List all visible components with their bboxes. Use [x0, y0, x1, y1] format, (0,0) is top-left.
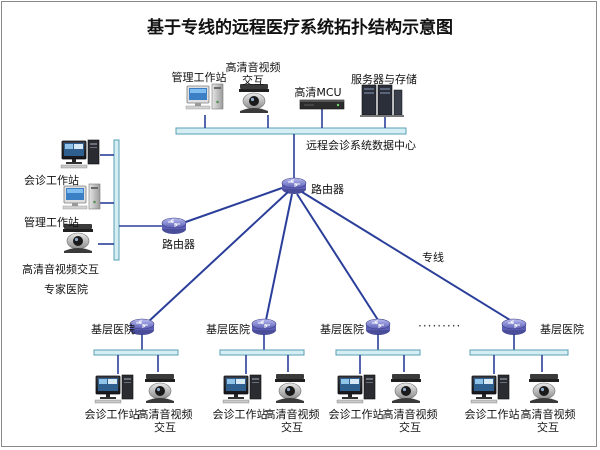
- branch-3-hd-label-2: 交互: [399, 421, 421, 434]
- branch-1-consult-workstation-icon: [94, 374, 134, 404]
- expert-consult-workstation-icon: [60, 139, 100, 169]
- branch-3-bus: [335, 349, 421, 356]
- hd-camera-icon: [238, 83, 270, 114]
- center-hd-label-2: 交互: [242, 74, 264, 87]
- link-branch-3: [296, 193, 379, 321]
- branch-2-router-icon: [251, 318, 277, 336]
- branch-3-name: 基层医院: [320, 323, 364, 336]
- branch-4-router-icon: [501, 318, 527, 336]
- branch-3-hd-label-1: 高清音视频: [382, 408, 438, 421]
- branch-4-consult-workstation-icon: [470, 374, 510, 404]
- link-expert: [179, 187, 283, 225]
- expert-mgmt-workstation-icon: [62, 183, 101, 210]
- branch-4-hd-label-1: 高清音视频: [520, 408, 576, 421]
- branch-1-consult-label: 会诊工作站: [84, 408, 140, 421]
- branch-2-consult-label: 会诊工作站: [212, 408, 268, 421]
- center-hd-label-1: 高清音视频: [225, 61, 281, 74]
- mcu-icon: [299, 99, 345, 110]
- branch-1-hd-label-1: 高清音视频: [137, 408, 193, 421]
- branch-1-name: 基层医院: [91, 323, 135, 336]
- branch-2-bus: [219, 349, 305, 356]
- link-branch-4: [301, 191, 511, 321]
- branch-4-hd-label-2: 交互: [537, 421, 559, 434]
- more-branches-ellipsis: ·········: [418, 319, 462, 333]
- branch-3-consult-label: 会诊工作站: [328, 408, 384, 421]
- branch-2-hd-label-1: 高清音视频: [264, 408, 320, 421]
- branch-2-hd-camera-icon: [274, 373, 306, 404]
- center-router-label: 路由器: [311, 183, 344, 196]
- branch-4-hd-camera-icon: [528, 373, 560, 404]
- branch-2-consult-workstation-icon: [222, 374, 262, 404]
- expert-hospital-label: 专家医院: [44, 283, 88, 296]
- datacenter-bus: [175, 127, 407, 135]
- branch-1-hd-label-2: 交互: [154, 421, 176, 434]
- expert-router-icon: [161, 217, 187, 235]
- branch-3: [335, 318, 422, 404]
- link-branch-2: [265, 193, 293, 321]
- center-mcu-label: 高清MCU: [294, 86, 342, 99]
- expert-consult-label: 会诊工作站: [24, 174, 79, 187]
- branch-1-bus: [93, 349, 179, 356]
- diagram-title: 基于专线的远程医疗系统拓扑结构示意图: [147, 18, 453, 38]
- dedicated-line-label: 专线: [422, 251, 444, 264]
- center-server-label: 服务器与存储: [351, 73, 417, 86]
- datacenter-label: 远程会诊系统数据中心: [306, 139, 416, 152]
- branch-2-name: 基层医院: [206, 323, 250, 336]
- expert-hd-label: 高清音视频交互: [22, 263, 99, 276]
- branch-4-name: 基层医院: [540, 323, 584, 336]
- mgmt-workstation-icon: [185, 83, 224, 110]
- server-storage-icon: [359, 84, 405, 118]
- branch-3-router-icon: [365, 318, 391, 336]
- expert-bus: [113, 139, 120, 261]
- branch-4: [469, 318, 569, 404]
- branch-1: [93, 318, 179, 404]
- branch-4-consult-label: 会诊工作站: [464, 408, 520, 421]
- center-mgmt-label: 管理工作站: [171, 71, 227, 84]
- branch-4-bus: [469, 349, 569, 356]
- expert-router-label: 路由器: [162, 238, 195, 251]
- branch-3-consult-workstation-icon: [336, 374, 376, 404]
- expert-mgmt-label: 管理工作站: [24, 216, 79, 229]
- branch-1-hd-camera-icon: [144, 373, 176, 404]
- branch-2-hd-label-2: 交互: [281, 421, 303, 434]
- link-branch-1: [147, 191, 289, 323]
- branch-2: [219, 318, 306, 404]
- branch-3-hd-camera-icon: [390, 373, 422, 404]
